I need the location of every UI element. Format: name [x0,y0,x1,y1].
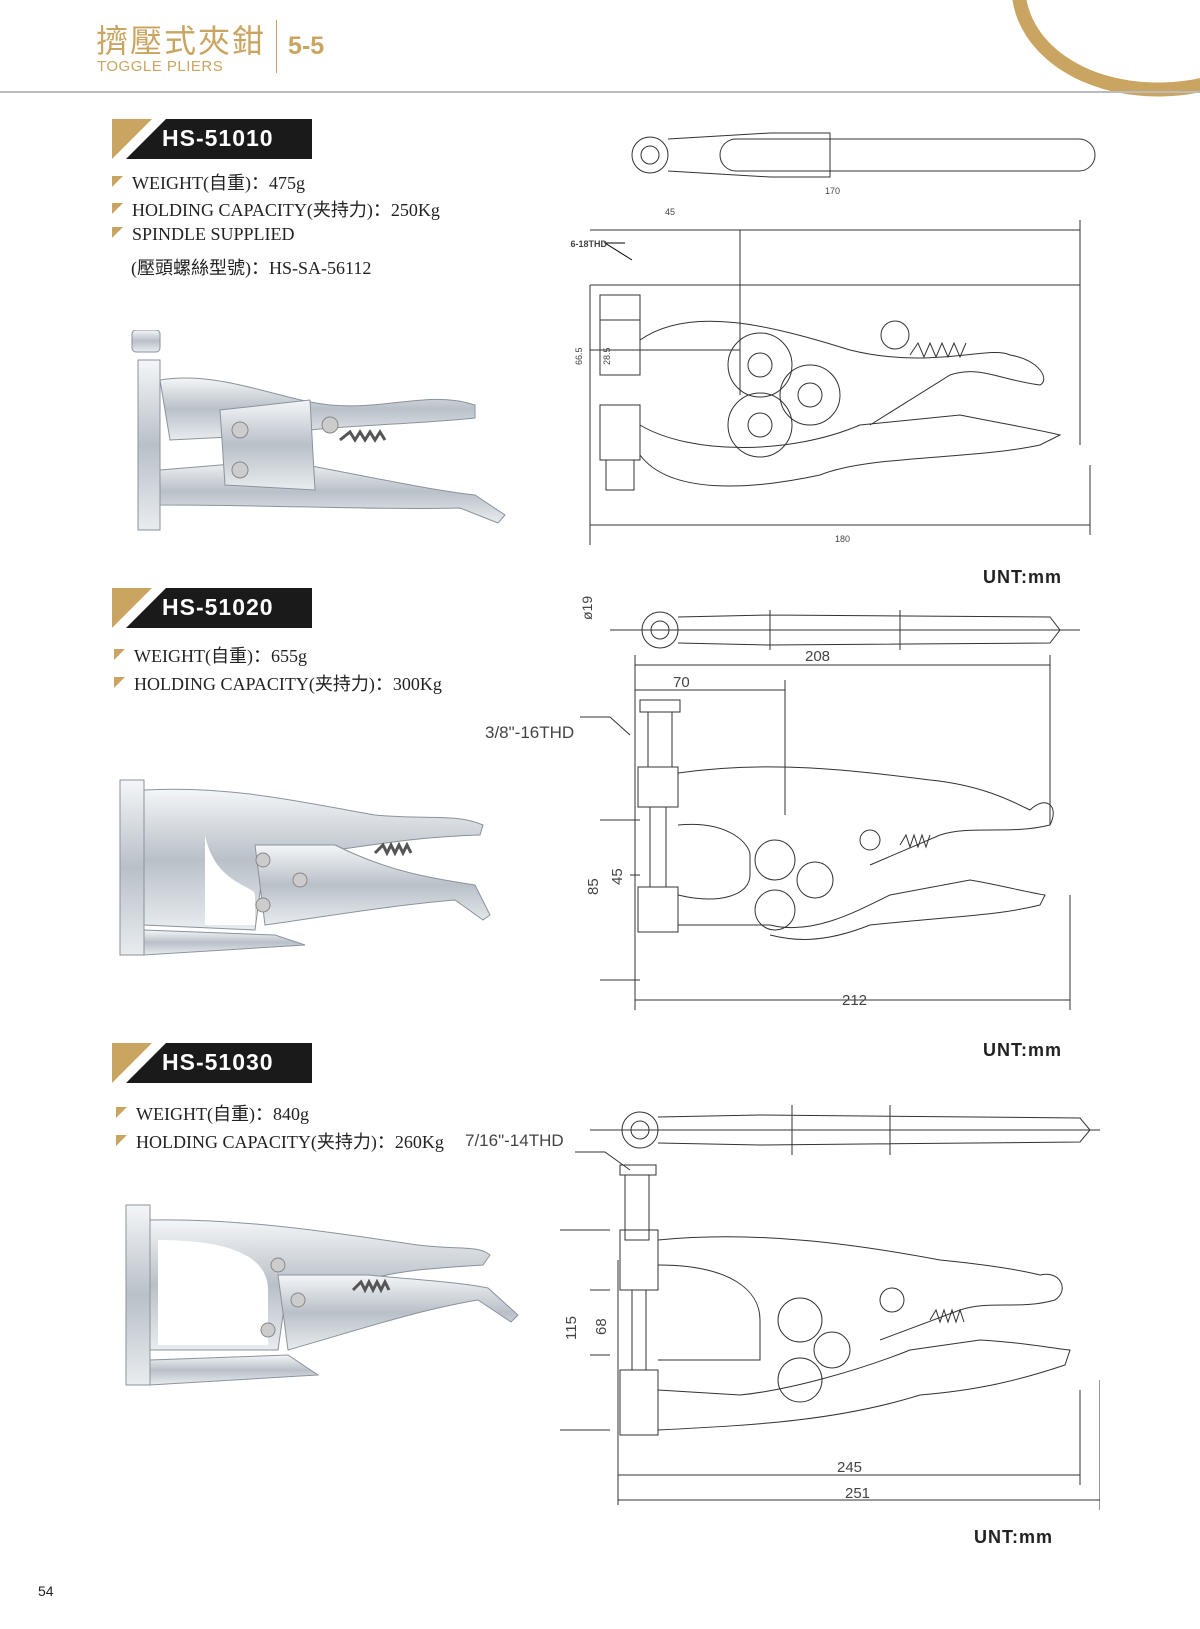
title-divider [276,20,277,73]
thread-label: 3/8"-16THD [485,723,574,742]
dim-jaw: 45 [665,207,675,217]
model-label: HS-51030 [162,1049,274,1075]
spec-capacity: HOLDING CAPACITY(夹持力)：260Kg [116,1128,444,1154]
unit-label: UNT:mm [983,567,1063,587]
unit-label: UNT:mm [974,1527,1054,1547]
dim-overall: 212 [842,992,867,1009]
dim-overall: 180 [835,534,850,544]
dim-gap: 28.5 [602,347,612,365]
spec-spindle: SPINDLE SUPPLIED [112,224,295,245]
bullet-icon [112,176,123,187]
bullet-icon [114,649,125,660]
decorative-arc [991,0,1200,122]
spec-weight: WEIGHT(自重)：475g [112,169,305,195]
thread-label: 5/16-18THD [570,239,608,249]
product-photo [119,779,491,956]
bullet-icon [112,227,123,238]
dim-opening: 85 [585,878,602,895]
spec-capacity: HOLDING CAPACITY(夹持力)：300Kg [114,670,442,696]
dim-diameter: ø19 [579,596,595,620]
model-badge: HS-51020 [112,588,312,628]
bullet-icon [116,1107,127,1118]
model-badge: HS-51030 [112,1043,312,1083]
model-label: HS-51020 [162,594,274,620]
dim-length: 170 [825,186,840,196]
product-photo [131,330,506,531]
dim-jaw: 70 [673,674,690,691]
spec-weight: WEIGHT(自重)：655g [114,642,307,668]
technical-drawing: 170 45 66.5 28.5 180 5/16-18THD [570,132,1096,545]
model-label: HS-51010 [162,125,274,151]
page-number: 54 [38,1583,54,1599]
page-title-en: TOGGLE PLIERS [97,58,224,75]
model-badge: HS-51010 [112,119,312,159]
dim-length: 245 [837,1459,862,1476]
spec-spindle-model: (壓頭螺絲型號)：HS-SA-56112 [131,258,372,278]
bullet-icon [112,203,123,214]
bullet-icon [116,1135,127,1146]
dim-gap: 68 [593,1318,610,1335]
dim-opening: 115 [563,1316,580,1340]
unit-label: UNT:mm [983,1040,1063,1060]
thread-label: 7/16"-14THD [465,1131,564,1150]
dim-length: 208 [805,648,830,665]
technical-drawing: ø19 208 70 85 45 212 3/8"-16THD [485,596,1080,1010]
technical-drawing: 115 68 245 251 7/16"-14THD [465,1105,1100,1510]
section-number: 5-5 [288,32,325,60]
spec-weight: WEIGHT(自重)：840g [116,1100,309,1126]
product-photo [125,1204,519,1386]
dim-overall: 251 [845,1485,870,1502]
spec-capacity: HOLDING CAPACITY(夹持力)：250Kg [112,196,440,222]
dim-gap: 45 [609,868,626,885]
dim-opening: 66.5 [574,347,584,365]
bullet-icon [114,677,125,688]
header-rule [0,91,1200,93]
page-title-cn: 擠壓式夾鉗 [96,22,267,60]
